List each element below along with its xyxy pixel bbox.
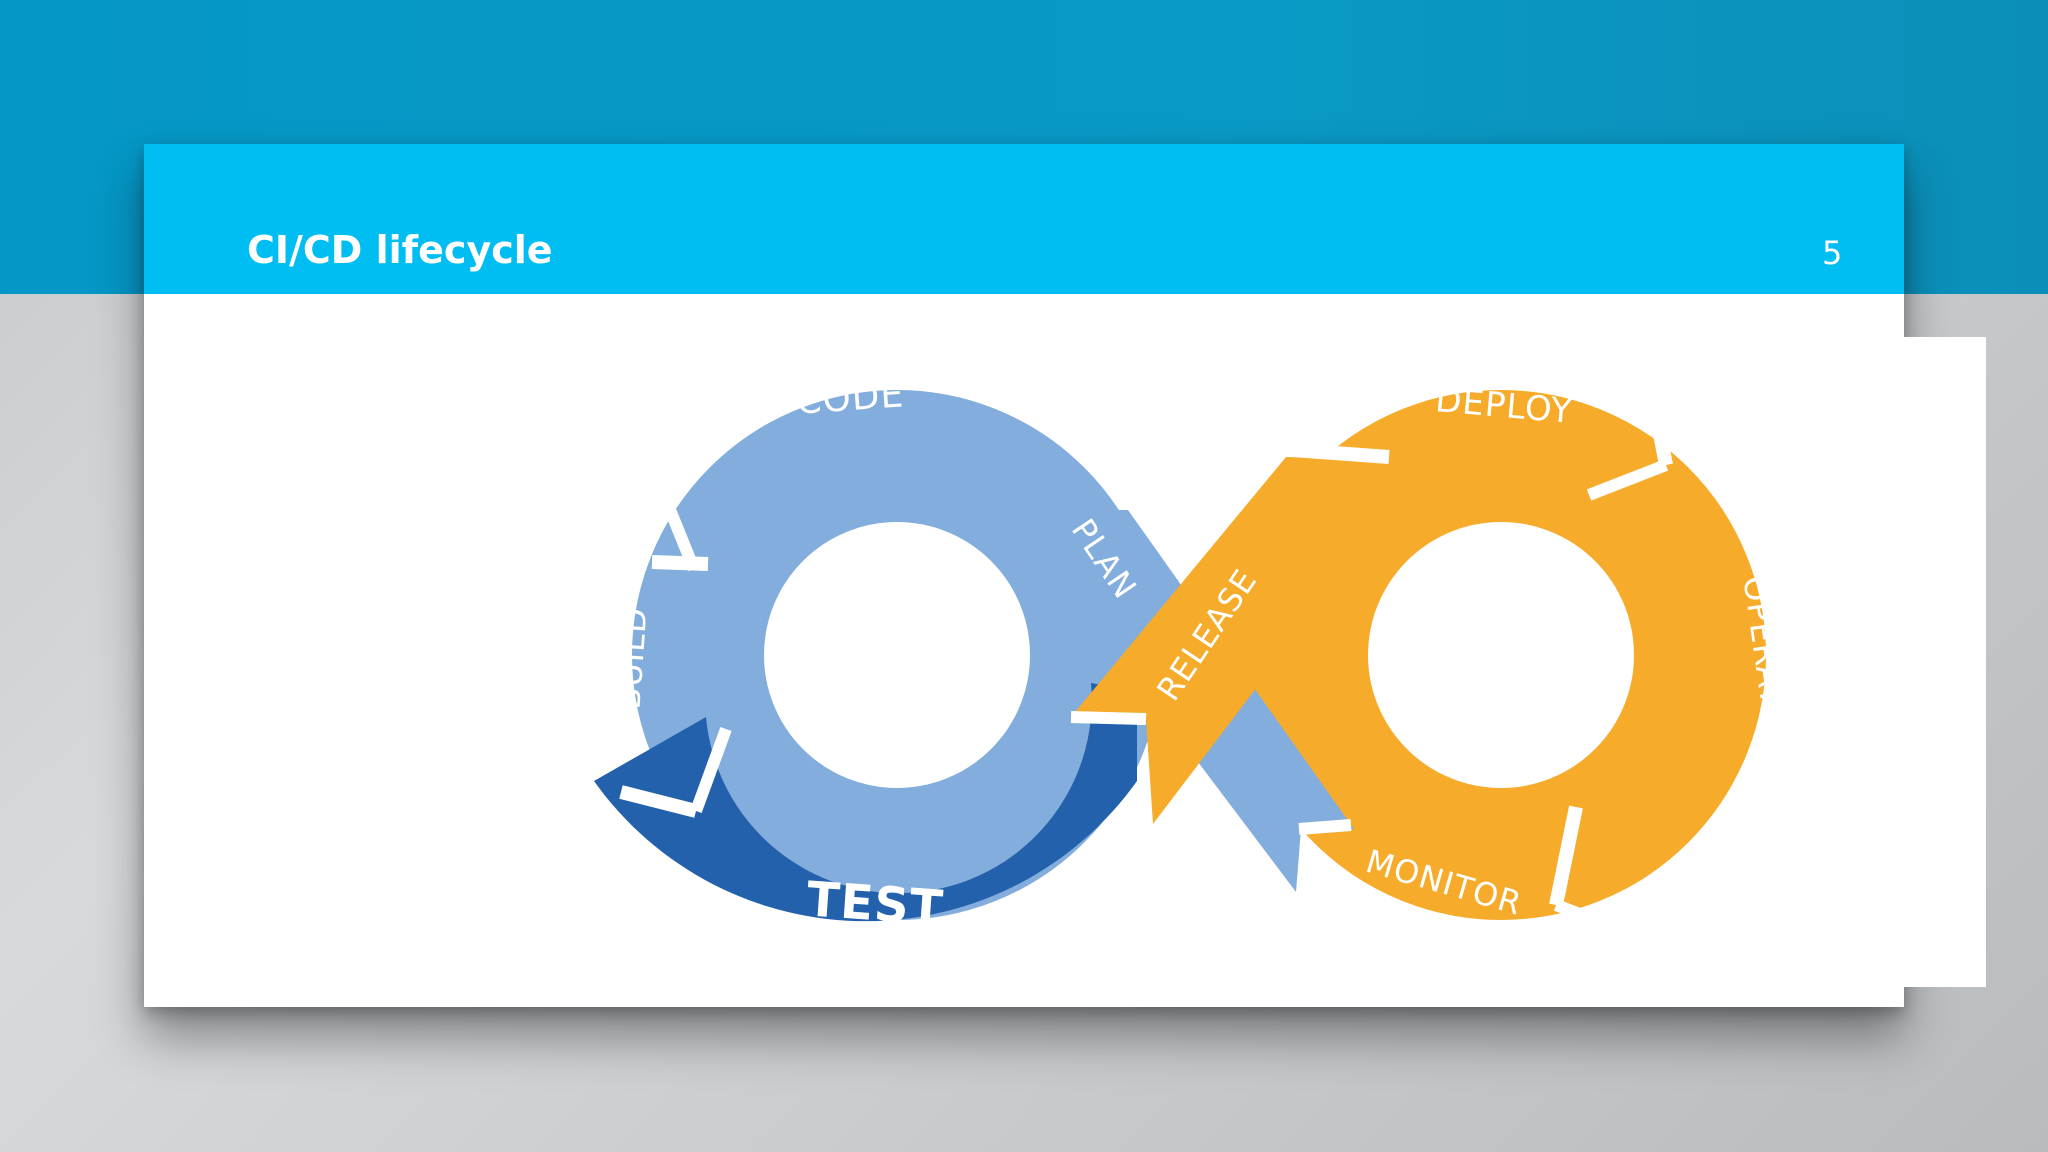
stage-label-test: TEST [805,871,945,936]
infinity-loop-svg: CODE PLAN BUILD TEST RELEASE DEPLOY OPER… [594,374,1794,943]
slide-header: CI/CD lifecycle 5 [144,144,1904,294]
stage-label-build: BUILD [610,606,655,711]
test-segment [594,683,1137,922]
separator-test-release [1070,711,1147,725]
separator-code-build [651,555,709,571]
slide[interactable]: CI/CD lifecycle 5 [144,144,1986,1007]
left-loop-ring [632,390,1162,920]
slide-title: CI/CD lifecycle [247,228,553,272]
separator-build-test-tip [690,726,732,814]
separator-operate-monitor-tip [1553,899,1644,943]
separator-plan-monitor [1298,819,1352,835]
separator-code-build-tip [658,492,700,572]
separator-release-deploy [1278,442,1390,464]
separator-operate-monitor [1549,805,1583,907]
release-crossing-band [1071,457,1379,824]
slide-number: 5 [1822,234,1843,272]
separator-deploy-operate [1642,375,1673,467]
separator-build-test [619,785,698,818]
cicd-infinity-diagram: CODE PLAN BUILD TEST RELEASE DEPLOY OPER… [411,337,1986,987]
right-loop-ring [1236,390,1766,920]
separator-deploy-operate-tip [1586,459,1669,501]
stage-label-code: CODE [795,374,906,422]
